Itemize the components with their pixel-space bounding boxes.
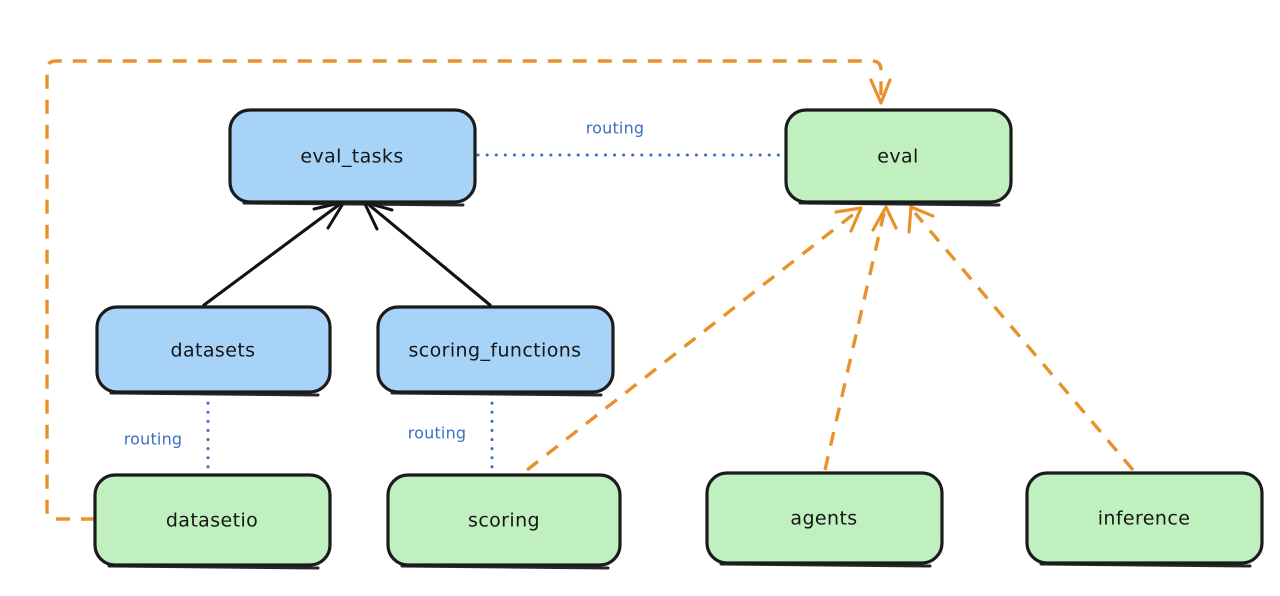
edge-agents-eval-path — [823, 212, 886, 471]
edge-scoring-functions-eval-tasks-path — [366, 202, 492, 307]
nodes-group: eval_tasks eval datasets scoring_functio… — [93, 108, 1264, 570]
edge-agents-eval — [823, 205, 898, 471]
edge-scoring-eval-path — [525, 211, 857, 472]
node-eval-label: eval — [877, 146, 918, 168]
edge-datasets-eval-tasks-path — [202, 202, 342, 307]
edge-datasetio-eval-arrowhead — [869, 78, 892, 105]
edge-scoring-eval — [525, 206, 863, 472]
node-agents-label: agents — [790, 508, 857, 530]
node-scoring-functions-box[interactable] — [376, 305, 615, 394]
edge-label-routing-eval-tasks-eval: routing — [586, 119, 645, 138]
node-inference[interactable]: inference — [1025, 471, 1264, 568]
edge-inference-eval-path — [913, 211, 1135, 472]
node-datasets[interactable]: datasets — [95, 305, 332, 397]
edge-inference-eval-arrowhead — [907, 205, 935, 234]
node-scoring[interactable]: scoring — [386, 473, 622, 570]
node-scoring-box[interactable] — [386, 473, 622, 567]
node-scoring-functions[interactable]: scoring_functions — [376, 305, 615, 397]
edge-datasetio-eval — [45, 59, 892, 521]
edge-agents-eval-arrowhead — [871, 205, 898, 232]
node-agents[interactable]: agents — [705, 471, 944, 568]
node-inference-label: inference — [1098, 508, 1191, 530]
node-datasetio-box[interactable] — [93, 473, 332, 567]
node-scoring-label: scoring — [468, 510, 540, 532]
edge-scoring-functions-eval-tasks — [362, 200, 492, 307]
edge-label-routing-datasets-datasetio: routing — [124, 430, 183, 449]
node-eval-box[interactable] — [784, 108, 1013, 204]
node-eval-tasks-box[interactable] — [228, 108, 477, 204]
edge-datasets-eval-tasks — [202, 200, 346, 307]
edge-label-routing-scoring-functions-scoring: routing — [408, 424, 467, 443]
node-eval[interactable]: eval — [784, 108, 1013, 207]
node-datasets-box[interactable] — [95, 305, 332, 394]
node-scoring-functions-label: scoring_functions — [409, 340, 582, 362]
node-inference-box[interactable] — [1025, 471, 1264, 565]
edge-labels-group: routing routing routing — [124, 119, 645, 449]
routing-edges-group — [206, 153, 785, 474]
node-datasetio-label: datasetio — [166, 510, 258, 532]
node-agents-box[interactable] — [705, 471, 944, 565]
node-datasets-label: datasets — [171, 340, 256, 362]
node-datasetio[interactable]: datasetio — [93, 473, 332, 570]
node-eval-tasks[interactable]: eval_tasks — [228, 108, 477, 207]
edge-inference-eval — [907, 205, 1135, 472]
edge-datasetio-eval-path — [45, 59, 883, 521]
node-eval-tasks-label: eval_tasks — [300, 146, 403, 168]
dependency-edges-group — [45, 59, 1135, 521]
edge-scoring-eval-arrowhead — [834, 206, 863, 233]
hierarchy-edges-group — [202, 200, 492, 307]
